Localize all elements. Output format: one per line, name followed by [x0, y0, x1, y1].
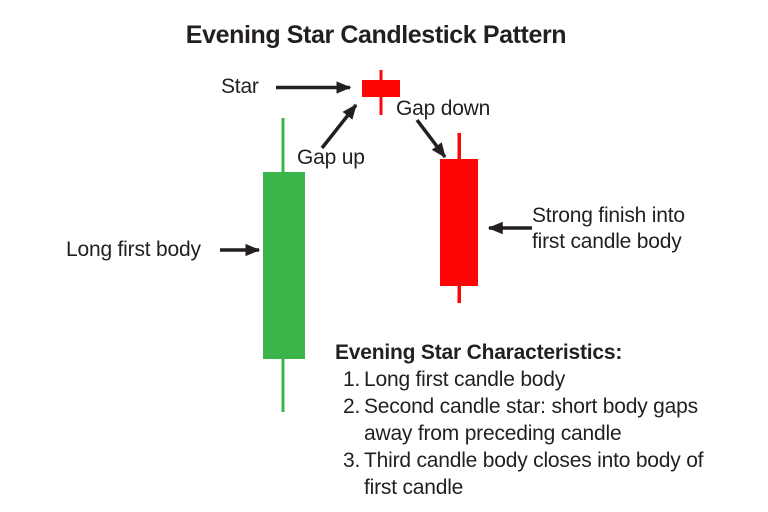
characteristics-heading: Evening Star Characteristics: [335, 341, 623, 364]
characteristic-item-2: 2. Second candle star: short body gaps a… [335, 393, 703, 447]
characteristic-item-3: 3. Third candle body closes into body of… [335, 447, 704, 501]
star-candle-body [362, 80, 400, 97]
strong-finish-line1: Strong finish into [532, 204, 685, 227]
gap-down-label: Gap down [396, 97, 491, 120]
characteristic-text: Long first candle body [364, 368, 566, 391]
strong-finish-line2: first candle body [532, 230, 682, 253]
gap-up-arrow [320, 103, 358, 150]
strong-finish-label: Strong finish into first candle body [532, 203, 685, 255]
star-label: Star [221, 75, 259, 98]
first-candle-body [263, 172, 305, 359]
gap-up-label: Gap up [297, 146, 365, 169]
characteristic-number: 3. [343, 449, 361, 472]
characteristics-block: Evening Star Characteristics: 1. Long fi… [335, 339, 704, 501]
characteristic-number: 1. [343, 368, 361, 391]
characteristic-number: 2. [343, 395, 361, 418]
characteristic-text: away from preceding candle [364, 422, 622, 445]
long-first-body-label: Long first body [66, 238, 201, 261]
gap-down-arrow [415, 118, 447, 159]
third-candle [440, 133, 478, 303]
third-candle-body [440, 159, 478, 286]
characteristic-text: Third candle body closes into body of [364, 449, 704, 472]
characteristic-text: Second candle star: short body gaps [364, 395, 698, 418]
characteristic-text: first candle [364, 476, 464, 499]
page-title: Evening Star Candlestick Pattern [185, 21, 567, 49]
first-candle [263, 118, 305, 412]
star-candle [362, 70, 400, 115]
characteristic-item-1: 1. Long first candle body [335, 366, 703, 393]
